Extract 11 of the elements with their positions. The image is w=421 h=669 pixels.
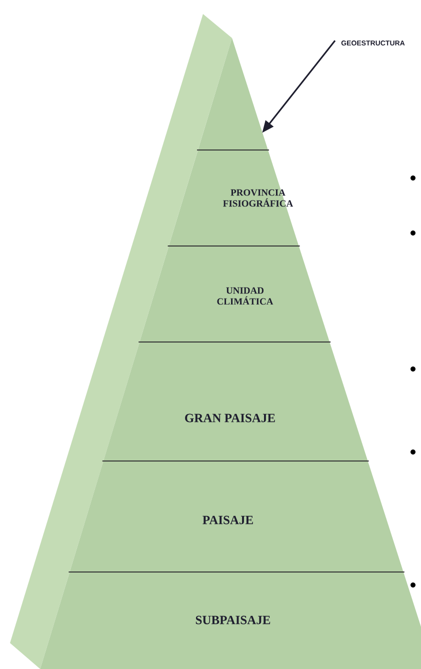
pyramid-band [198, 38, 268, 150]
node-label: UNIDAD CLIMÁTICA [217, 287, 274, 305]
node-label: PROVINCIA FISIOGRÁFICA [223, 189, 294, 207]
pyramid-band: UNIDAD CLIMÁTICA [140, 246, 330, 342]
node-label: SUBPAISAJE [196, 616, 270, 624]
node-label: PAISAJE [202, 516, 253, 524]
node-label: GRAN PAISAJE [185, 414, 275, 422]
pyramid-band: GRAN PAISAJE [103, 342, 368, 461]
pyramid-band: SUBPAISAJE [40, 572, 421, 669]
pyramid-band: PROVINCIA FISIOGRÁFICA [168, 150, 299, 246]
pyramid-band: PAISAJE [70, 461, 404, 572]
